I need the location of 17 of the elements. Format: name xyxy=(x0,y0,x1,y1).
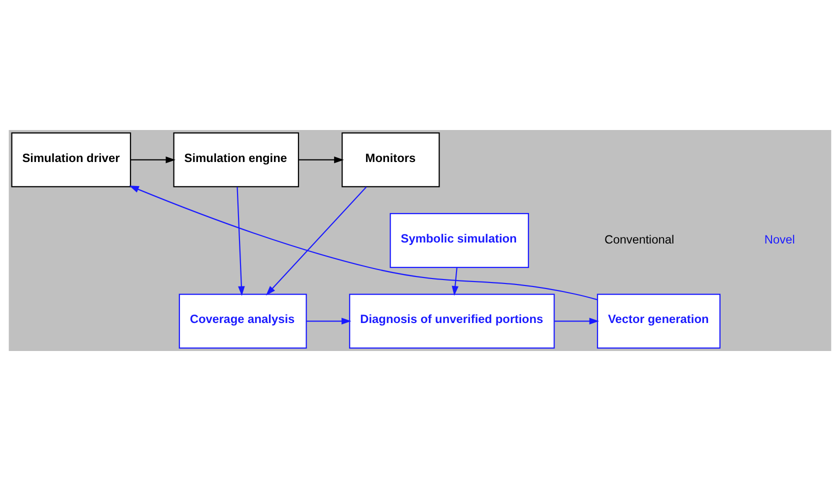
arrow xyxy=(130,156,176,164)
node-box: Monitors xyxy=(342,132,440,188)
arrow xyxy=(266,186,367,296)
arrow xyxy=(452,267,459,296)
arrow xyxy=(129,186,598,300)
label: Novel xyxy=(764,232,795,246)
node-box: Symbolic simulation xyxy=(390,213,529,268)
arrow xyxy=(554,318,600,325)
node-box: Diagnosis of unverified portions xyxy=(349,294,555,349)
arrow xyxy=(236,186,245,296)
node-box: Coverage analysis xyxy=(178,294,307,349)
label: Conventional xyxy=(604,232,674,246)
node-box: Simulation driver xyxy=(11,132,132,188)
arrow xyxy=(298,156,344,164)
arrow xyxy=(306,318,352,325)
node-box: Vector generation xyxy=(596,294,721,349)
node-box: Simulation engine xyxy=(173,132,300,188)
